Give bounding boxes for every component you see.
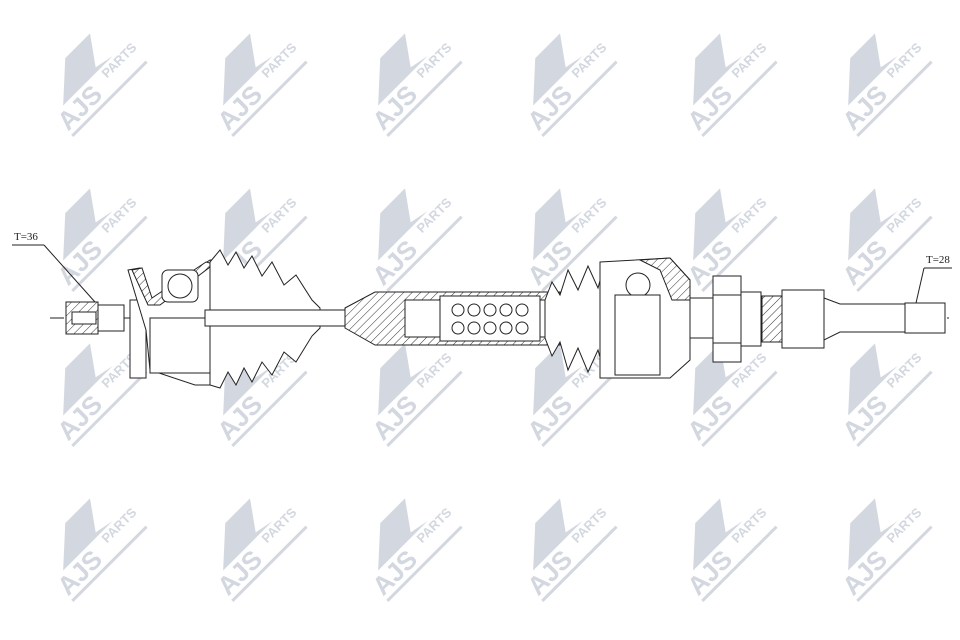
stub-neck — [97, 304, 125, 332]
logo-shape — [223, 188, 273, 261]
drive-shaft — [50, 249, 950, 389]
logo-shape — [378, 188, 428, 261]
inner-shaft — [823, 297, 906, 341]
logo-shape — [693, 33, 743, 106]
shaft-bar — [204, 309, 346, 327]
logo-shape — [533, 498, 583, 571]
logo-shape — [63, 343, 113, 416]
logo-shape — [848, 498, 898, 571]
logo-shape — [533, 188, 583, 261]
spring-coil — [451, 303, 465, 317]
hex-nut — [712, 275, 742, 363]
logo-shape — [533, 33, 583, 106]
logo-shape — [848, 33, 898, 106]
spring-coil — [499, 321, 513, 335]
logo-shape — [848, 343, 898, 416]
left-spline-label: T=36 — [14, 231, 38, 243]
right-spline-label: T=28 — [926, 254, 950, 266]
logo-shape — [378, 33, 428, 106]
logo-shape — [693, 343, 743, 416]
logo-shape — [378, 498, 428, 571]
spring-coil — [483, 321, 497, 335]
logo-shape — [63, 188, 113, 261]
spline-annotations: T=36 T=28 — [12, 231, 952, 304]
spring-coil — [483, 303, 497, 317]
spring-coil — [499, 303, 513, 317]
logo-shape — [63, 498, 113, 571]
bearing — [761, 295, 783, 343]
logo-shape — [378, 343, 428, 416]
spring-coil — [515, 321, 529, 335]
logo-shape — [533, 343, 583, 416]
spring-coil — [467, 321, 481, 335]
logo-shape — [223, 33, 273, 106]
logo-shape — [693, 498, 743, 571]
spring-coil — [467, 303, 481, 317]
spring-coil — [451, 321, 465, 335]
logo-shape — [223, 498, 273, 571]
logo-shape — [693, 188, 743, 261]
logo-shape — [63, 33, 113, 106]
spring-coil — [515, 303, 529, 317]
inner-spline-end — [904, 302, 946, 334]
logo-shape — [848, 188, 898, 261]
